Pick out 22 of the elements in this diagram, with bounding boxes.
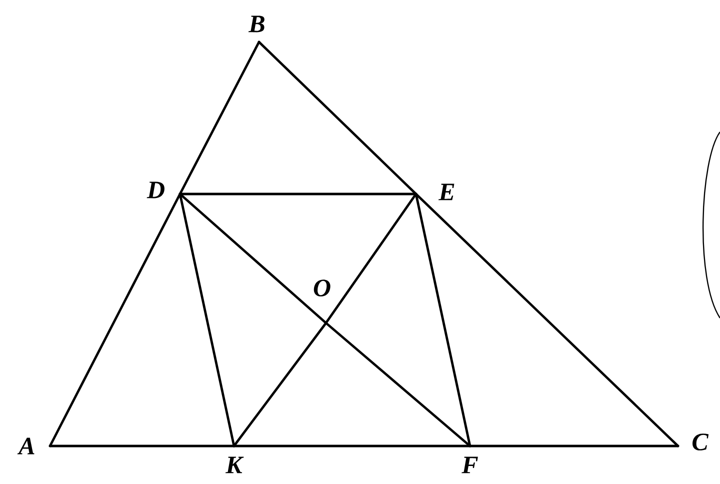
point-label: K xyxy=(225,456,244,474)
line-segment xyxy=(178,192,236,448)
line-segment xyxy=(178,40,260,196)
point-label: B xyxy=(248,16,264,32)
point-label: D xyxy=(146,182,164,198)
line-segment xyxy=(48,444,236,448)
line-segment xyxy=(178,192,418,196)
line-segment xyxy=(48,192,182,448)
point-label: O xyxy=(314,280,330,296)
line-segment xyxy=(468,444,680,448)
point-label: E xyxy=(438,184,454,200)
point-label: C xyxy=(692,434,709,450)
line-segment xyxy=(324,322,472,448)
point-label: F xyxy=(462,456,478,474)
line-segment xyxy=(232,322,328,448)
line-segment xyxy=(414,192,472,448)
point-label: A xyxy=(17,438,34,454)
line-segment xyxy=(258,40,418,196)
line-segment xyxy=(324,192,418,324)
line-segment xyxy=(178,192,328,324)
line-segment xyxy=(232,444,472,448)
line-segment xyxy=(414,192,680,448)
